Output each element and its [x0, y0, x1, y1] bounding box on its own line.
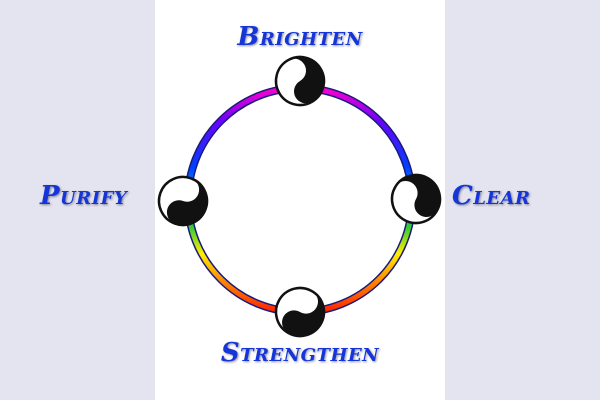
- rainbow-ring: [185, 85, 415, 315]
- label-clear: Clear: [452, 181, 531, 211]
- label-purify: Purify: [40, 181, 128, 211]
- yin-yang-icon: [381, 164, 451, 234]
- yin-yang-icon: [265, 277, 335, 347]
- yin-yang-icon: [265, 46, 335, 116]
- label-brighten: Brighten: [237, 22, 363, 52]
- yin-yang-icon: [150, 168, 216, 234]
- label-strengthen: Strengthen: [220, 338, 380, 368]
